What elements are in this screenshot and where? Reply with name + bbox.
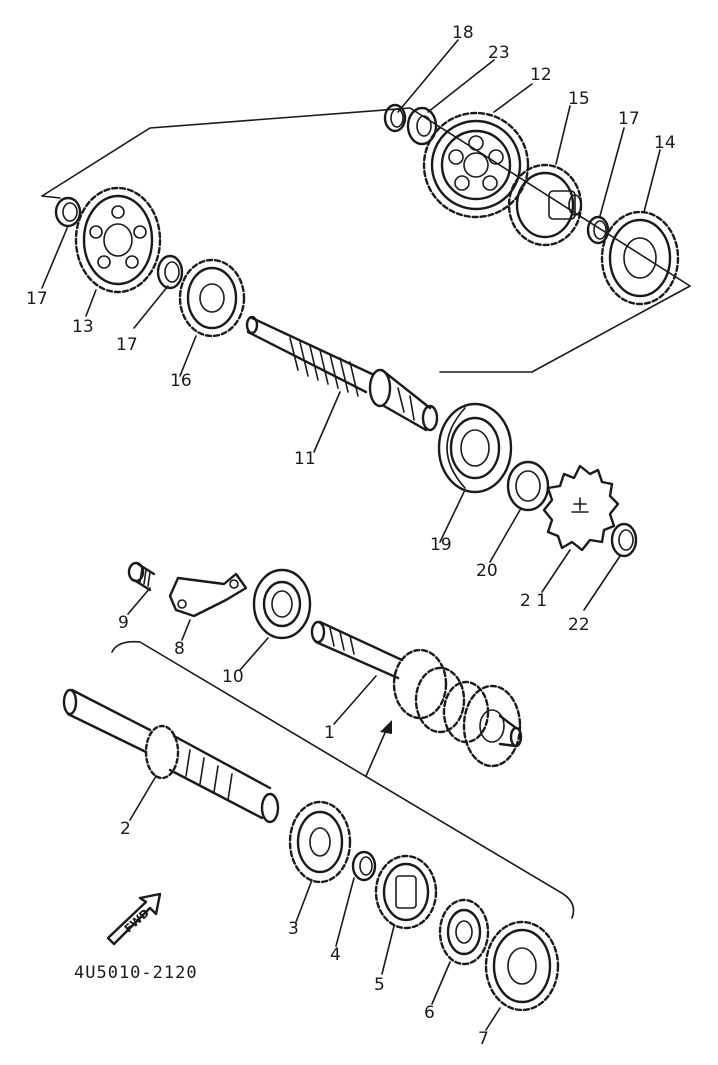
callout-17-middle: 17: [116, 335, 138, 355]
leader-lines: [41, 39, 661, 1031]
part-12-gear: [422, 111, 530, 219]
callout-1: 1: [324, 723, 335, 743]
part-15-gear: [507, 163, 583, 247]
callout-3: 3: [288, 919, 299, 939]
callout-2: 2: [120, 819, 131, 839]
callout-5: 5: [374, 975, 385, 995]
callout-12: 12: [530, 65, 552, 85]
callout-19: 19: [430, 535, 452, 555]
callout-7: 7: [478, 1029, 489, 1049]
callout-6: 6: [424, 1003, 435, 1023]
part-code: 4U5010-2120: [74, 963, 198, 983]
part-20-collar: [506, 460, 550, 512]
upper-subassembly-outline: [41, 107, 691, 373]
part-13-gear: [74, 186, 162, 294]
part-5-gear: [374, 854, 438, 930]
callout-4: 4: [330, 945, 341, 965]
callout-9: 9: [118, 613, 129, 633]
part-7-gear: [484, 920, 560, 1012]
callout-17-right: 17: [618, 109, 640, 129]
part-10-bearing: [252, 568, 312, 640]
callout-13: 13: [72, 317, 94, 337]
part-17-circlip-right: [586, 215, 610, 245]
callout-15: 15: [568, 89, 590, 109]
callout-8: 8: [174, 639, 185, 659]
callout-16: 16: [170, 371, 192, 391]
lower-group-bracket: [111, 640, 575, 919]
callout-21: 2 1: [520, 591, 547, 611]
callout-14: 14: [654, 133, 676, 153]
lower-group-arrowhead: [380, 720, 392, 734]
part-11-shaft: [245, 315, 439, 432]
part-1-shaft-assembly: [310, 620, 523, 768]
part-18-circlip: [383, 103, 407, 133]
part-16-gear: [178, 258, 246, 338]
callout-18: 18: [452, 23, 474, 43]
part-3-gear: [288, 800, 352, 884]
part-14-gear: [600, 210, 680, 306]
callout-17-left: 17: [26, 289, 48, 309]
part-17-circlip-left: [54, 196, 82, 228]
part-9-bolt: [127, 561, 156, 592]
part-19-bearing: [437, 402, 513, 494]
part-17-circlip-middle: [156, 254, 184, 290]
part-6-gear: [438, 898, 490, 966]
fwd-arrow-icon: FWD: [106, 892, 162, 946]
part-21-sprocket: [542, 464, 620, 552]
part-2-shaft: [62, 688, 280, 824]
callout-23: 23: [488, 43, 510, 63]
part-23-washer: [406, 106, 438, 146]
callout-11: 11: [294, 449, 316, 469]
part-22-circlip: [610, 522, 638, 558]
lower-group-arrow: [365, 725, 389, 777]
part-4-circlip: [351, 850, 377, 882]
callout-22: 22: [568, 615, 590, 635]
callout-20: 20: [476, 561, 498, 581]
callout-10: 10: [222, 667, 244, 687]
part-8-plate: [168, 572, 248, 618]
upper-subassembly-outline-2: [41, 195, 61, 199]
